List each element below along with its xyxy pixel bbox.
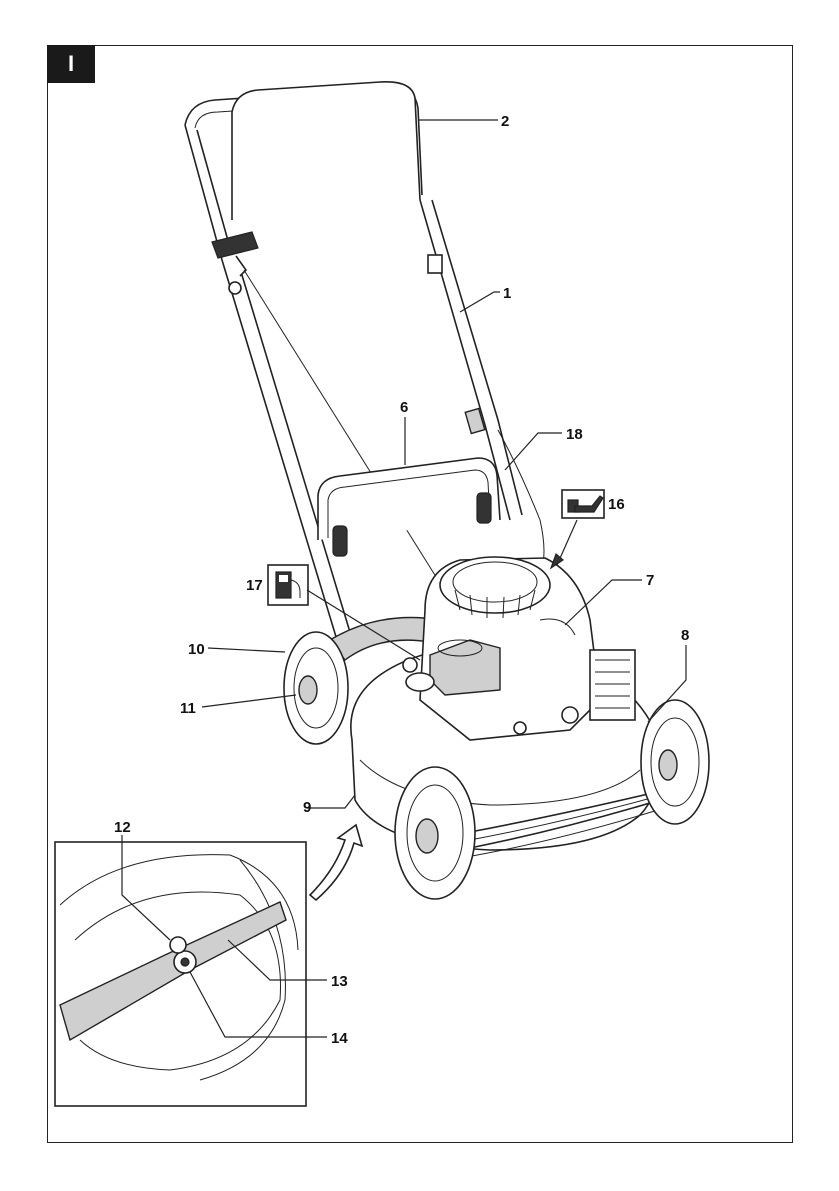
engine [420, 557, 635, 740]
upper-handle [185, 82, 422, 260]
callout-13: 13 [331, 973, 348, 990]
front-wheel-left [395, 767, 475, 899]
blade-detail-inset [55, 842, 306, 1106]
callout-2: 2 [501, 113, 509, 130]
fuel-pump-icon [268, 565, 308, 605]
rear-wheel-left [284, 632, 348, 744]
callout-16: 16 [608, 496, 625, 513]
inset-arrow [310, 825, 362, 900]
callout-11: 11 [180, 700, 196, 717]
callout-1: 1 [503, 285, 511, 302]
callout-7: 7 [646, 572, 654, 589]
cable-guides [229, 255, 442, 294]
callout-12: 12 [114, 819, 131, 836]
callout-6: 6 [400, 399, 408, 416]
callout-8: 8 [681, 627, 689, 644]
oil-can-icon [562, 490, 604, 518]
callout-10: 10 [188, 641, 205, 658]
callout-18: 18 [566, 426, 583, 443]
callout-9: 9 [303, 799, 311, 816]
callout-14: 14 [331, 1030, 348, 1047]
throttle-control [212, 232, 258, 276]
callout-17: 17 [246, 577, 263, 594]
